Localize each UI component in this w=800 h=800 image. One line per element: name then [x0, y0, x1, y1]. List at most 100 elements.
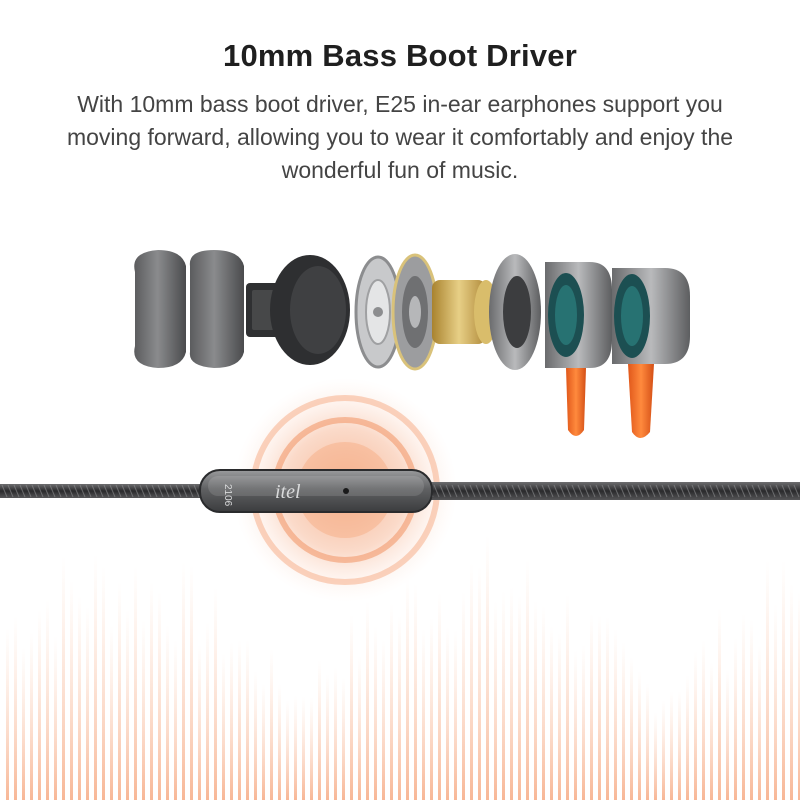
wave-bar: [334, 667, 337, 800]
wave-bar: [526, 559, 529, 800]
wave-bar: [662, 700, 665, 800]
mic-dot-icon: [343, 488, 349, 494]
wave-bar: [318, 660, 321, 800]
wave-bar: [782, 560, 785, 800]
wave-bar: [206, 622, 209, 800]
wave-bar: [30, 632, 33, 800]
wave-bar: [710, 662, 713, 800]
wave-bar: [14, 616, 17, 800]
wave-bar: [686, 675, 689, 800]
wave-bar: [54, 636, 57, 800]
wave-bar: [566, 594, 569, 800]
wave-bar: [646, 683, 649, 800]
wave-bar: [750, 619, 753, 800]
wave-bar: [62, 555, 65, 800]
wave-bar: [486, 535, 489, 800]
wave-bar: [174, 640, 177, 800]
wave-bar: [774, 603, 777, 800]
sound-wave-bars: [6, 535, 800, 800]
wave-bar: [110, 625, 113, 800]
wave-bar: [230, 642, 233, 800]
wave-bar: [382, 639, 385, 800]
ear-tip-large: [134, 250, 186, 368]
wave-bar: [654, 712, 657, 800]
wave-bar: [758, 645, 761, 800]
wave-bar: [374, 626, 377, 800]
wave-bar: [510, 587, 513, 800]
wave-bar: [326, 674, 329, 800]
wave-bar: [118, 582, 121, 800]
wave-bar: [286, 700, 289, 800]
wave-bar: [150, 581, 153, 800]
wave-bar: [134, 566, 137, 800]
wave-bar: [46, 599, 49, 800]
wave-bar: [694, 651, 697, 800]
remote-model-text: 2106: [222, 484, 233, 507]
wave-bar: [518, 595, 521, 800]
wave-bar: [670, 691, 673, 800]
wave-bar: [678, 691, 681, 800]
wave-bar: [790, 583, 793, 800]
wave-bar: [294, 695, 297, 800]
ear-tip-small: [189, 250, 244, 368]
wave-bar: [742, 613, 745, 800]
wave-bar: [278, 683, 281, 800]
wave-bar: [158, 591, 161, 800]
wave-bar: [542, 605, 545, 800]
wave-bar: [422, 629, 425, 800]
hero-section: 10mm Bass Boot Driver With 10mm bass boo…: [0, 0, 800, 200]
wave-bar: [478, 566, 481, 800]
wave-bar: [558, 632, 561, 800]
wave-bar: [718, 608, 721, 800]
wave-bar: [406, 578, 409, 800]
braided-cable: [0, 482, 800, 500]
description-line-1: With 10mm bass boot driver, E25 in-ear e…: [77, 91, 723, 117]
driver-magnet: [489, 254, 541, 370]
wave-bar: [358, 655, 361, 800]
wave-bar: [590, 613, 593, 800]
wave-bar: [470, 563, 473, 800]
wave-bar: [302, 696, 305, 800]
wave-bar: [182, 561, 185, 800]
wave-bar: [582, 644, 585, 800]
rear-housing-left: [545, 262, 612, 436]
wave-bar: [366, 601, 369, 800]
driver-gold-ring: [432, 280, 498, 344]
description-line-3: wonderful fun of music.: [281, 157, 519, 183]
wave-bar: [262, 683, 265, 800]
wave-bar: [494, 601, 497, 800]
wave-bar: [270, 649, 273, 800]
wave-bar: [414, 583, 417, 800]
wave-bar: [638, 671, 641, 800]
diaphragm: [391, 253, 439, 371]
itel-logo: itel: [275, 481, 301, 503]
wave-bar: [38, 609, 41, 800]
wave-bar: [398, 615, 401, 800]
description-line-2: moving forward, allowing you to wear it …: [66, 124, 734, 150]
wave-bar: [622, 641, 625, 800]
wave-bar: [238, 640, 241, 800]
headline: 10mm Bass Boot Driver: [223, 38, 577, 73]
wave-bar: [102, 565, 105, 800]
wave-bar: [766, 560, 769, 800]
wave-bar: [462, 591, 465, 800]
wave-bar: [94, 554, 97, 800]
wave-bar: [222, 653, 225, 800]
wave-bar: [726, 669, 729, 800]
wave-bar: [86, 606, 89, 800]
description: With 10mm bass boot driver, E25 in-ear e…: [30, 88, 770, 187]
wave-bar: [630, 657, 633, 800]
wave-bar: [78, 595, 81, 800]
wave-bar: [350, 615, 353, 800]
wave-bar: [142, 620, 145, 800]
wave-bar: [574, 650, 577, 800]
wave-bar: [734, 637, 737, 800]
wave-bar: [614, 628, 617, 800]
wave-bar: [254, 671, 257, 800]
wave-bar: [438, 592, 441, 800]
wave-bar: [246, 639, 249, 800]
front-housing: [270, 255, 350, 365]
wave-bar: [190, 565, 193, 800]
wave-bar: [550, 625, 553, 800]
